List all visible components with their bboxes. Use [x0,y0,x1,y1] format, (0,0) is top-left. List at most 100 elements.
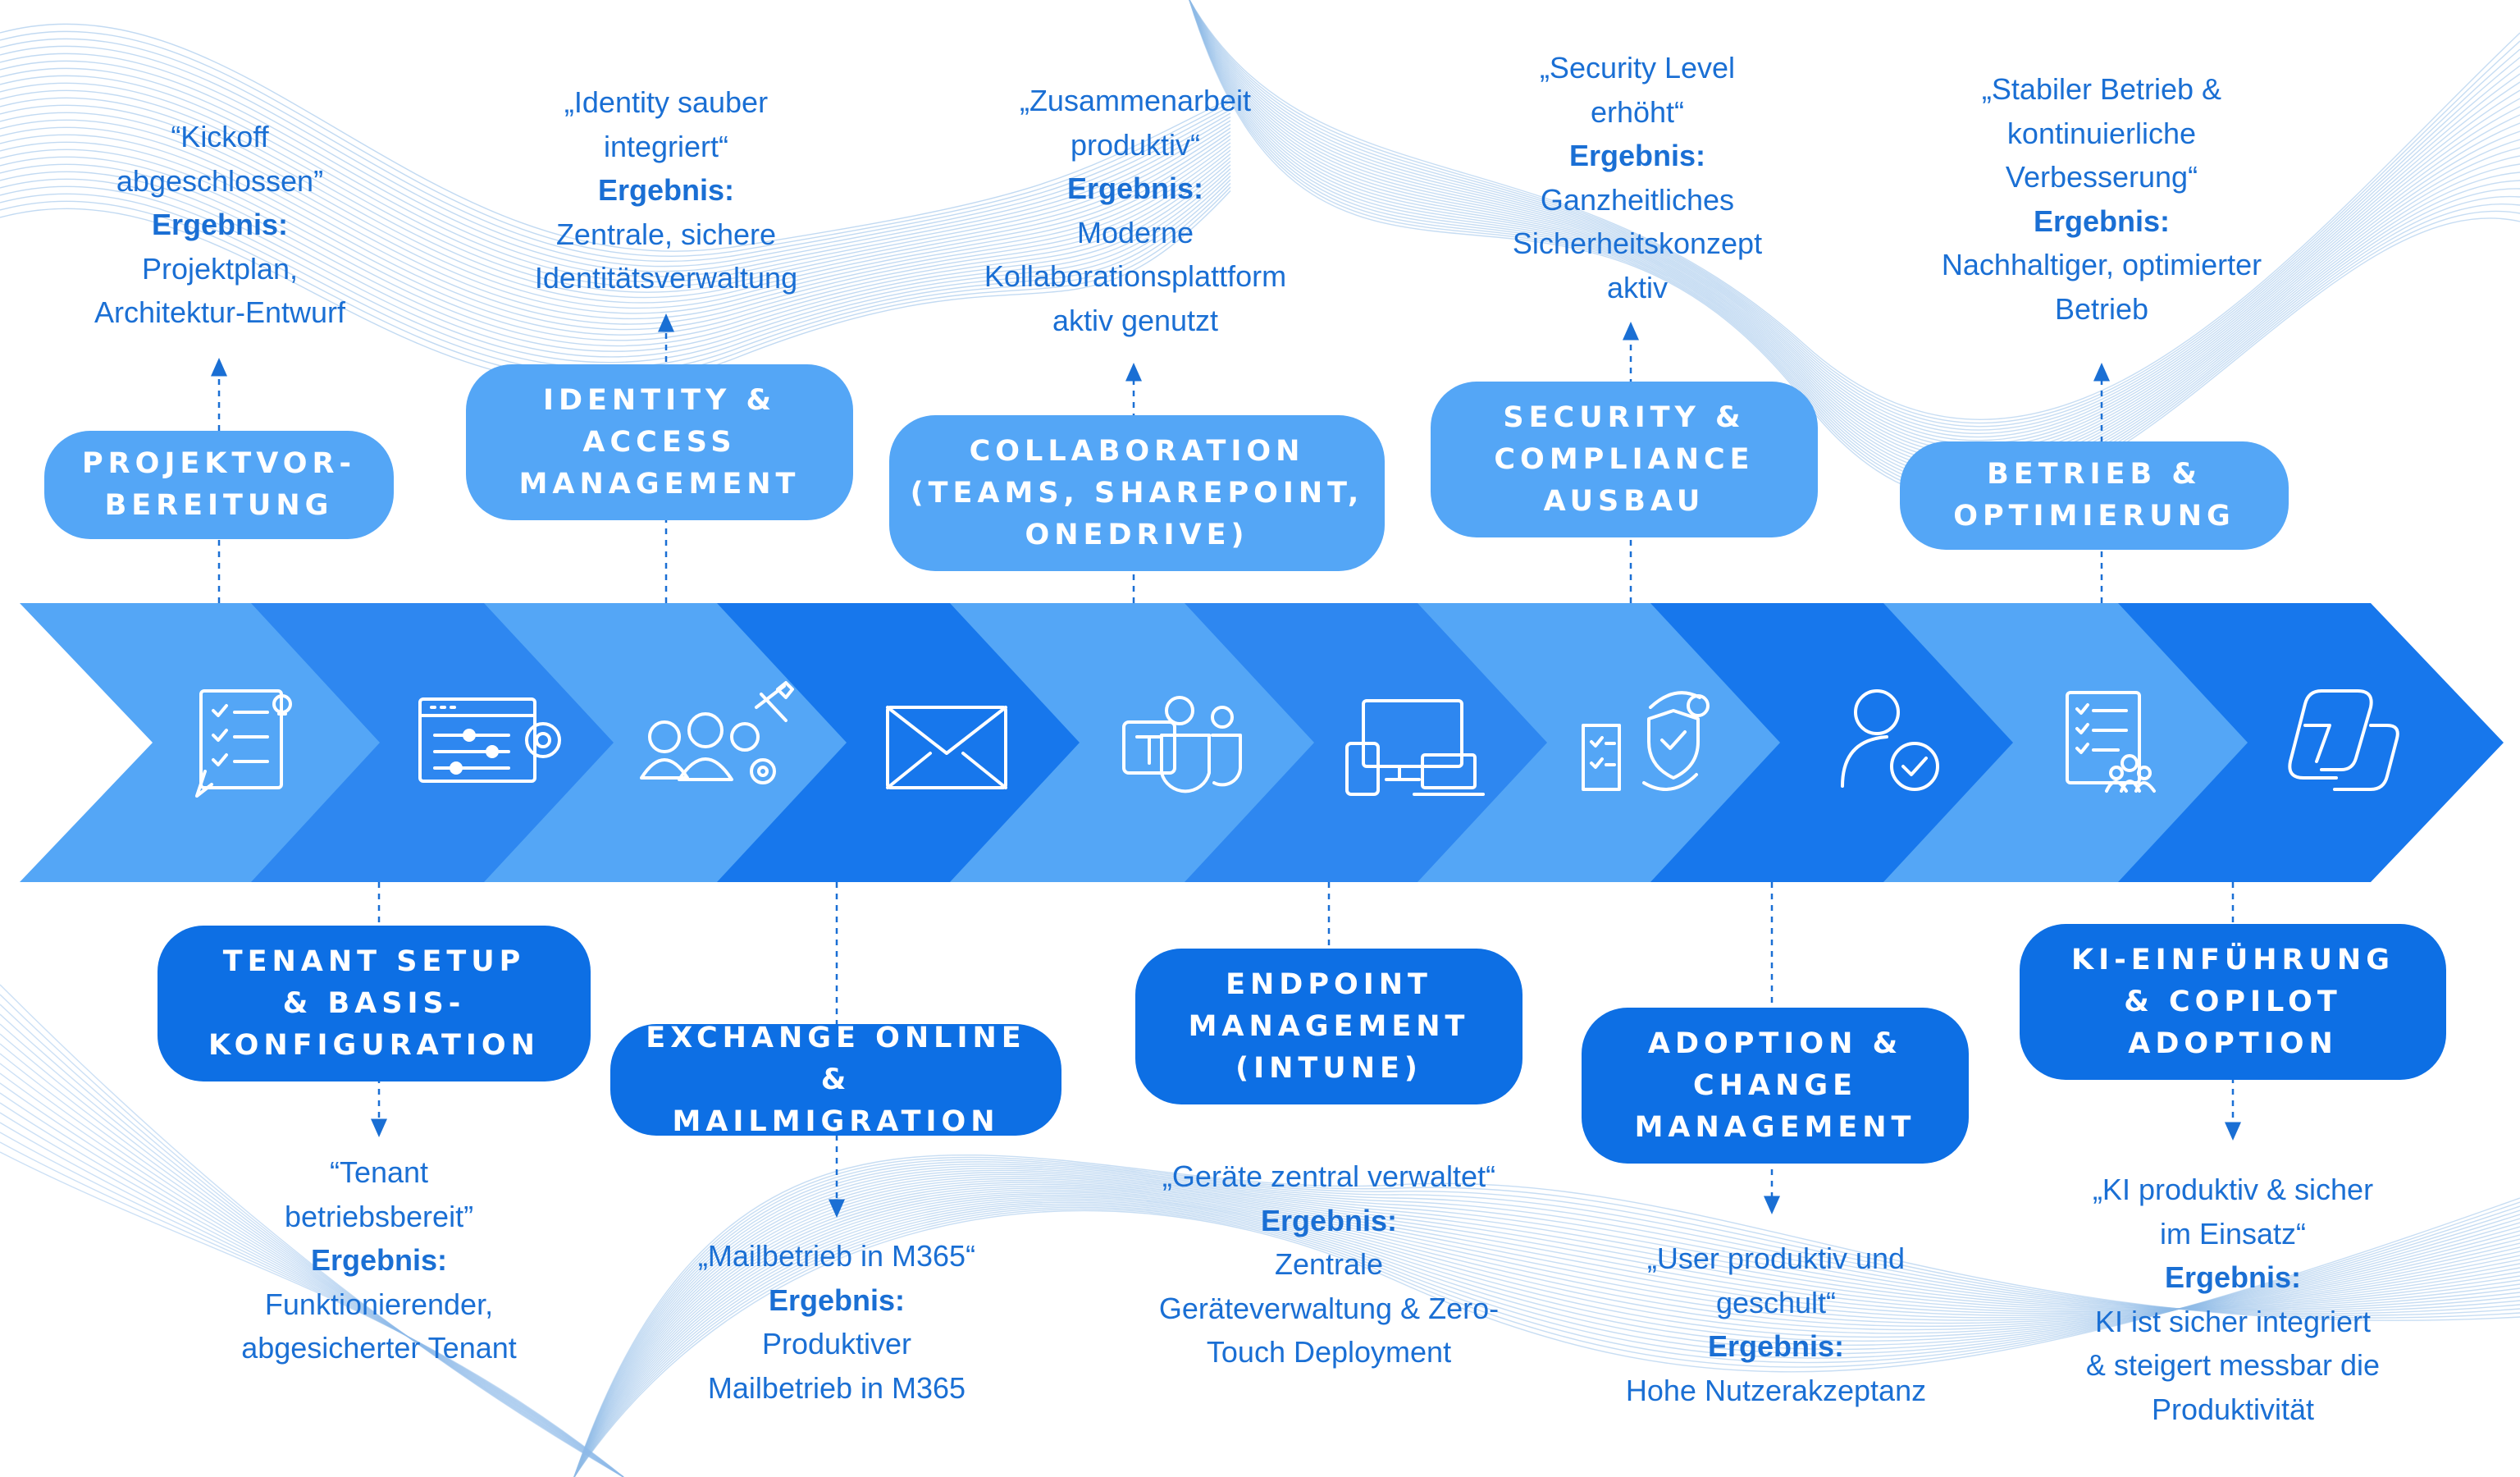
wave-line [0,1033,624,1477]
wave-line [0,1013,624,1477]
result-line: Zentrale [1274,1247,1384,1281]
desc-exchange: „Mailbetrieb in M365“ Ergebnis: Produkti… [640,1234,1034,1410]
user-check-icon [1841,689,1939,791]
phase-exchange: EXCHANGE ONLINE & MAILMIGRATION [610,1022,1061,1138]
result-line: abgesicherter Tenant [241,1331,517,1365]
wave-line [1189,0,2520,445]
result-line: Produktiver [761,1327,912,1360]
result-line: Nachhaltiger, optimierter [1941,248,2262,281]
phase-title-line: (INTUNE) [1235,1051,1422,1085]
result-line: Kollaborationsplattform [984,259,1287,293]
wave-line [573,1187,2520,1477]
result-line: Projektplan, [141,251,299,286]
wave-line [0,23,1231,252]
wave-line [0,1004,624,1477]
deliverable-line: im Einsatz“ [2159,1216,2307,1251]
wave-line [573,1159,2520,1477]
wave-line [1189,0,2520,473]
wave-line [0,163,1231,352]
desc-endpoint: „Geräte zentral verwaltet“ Ergebnis: Zen… [1116,1155,1542,1374]
phase-title-line: ACCESS [582,425,737,459]
wave-line [573,1163,2520,1477]
phase-title-line: IDENTITY & [542,383,777,417]
phase-title-line: KI-EINFÜHRUNG [2071,943,2394,976]
wave-line [0,1132,624,1477]
phase-title-line: TENANT SETUP [222,944,526,978]
wave-line [573,1196,2520,1477]
phase-title-line: ONEDRIVE) [1025,518,1249,551]
phase-title-line: OPTIMIERUNG [1953,500,2235,533]
wave-line [0,1023,624,1477]
wave-line [0,1102,624,1477]
phase-tenant: TENANT SETUP & BASIS- KONFIGURATION [158,926,591,1081]
wave-line [1189,0,2520,420]
result-line: aktiv genutzt [1052,303,1219,337]
team-tools-icon [640,681,794,784]
checklist-icon [195,689,292,798]
wave-line [0,30,1231,257]
desc-ki: „KI produktiv & sicher im Einsatz“ Ergeb… [2031,1168,2435,1431]
phase-title-line: & BASIS- [282,986,466,1020]
chevron-step-1 [20,603,390,882]
wave-line [573,1195,2520,1477]
wave-line [1189,0,2520,469]
wave-line [0,60,1231,277]
wave-line [573,1189,2520,1477]
wave-line [0,149,1231,341]
wave-line [0,82,1231,293]
wave-line [573,1191,2520,1477]
chevron-step-2 [251,603,623,882]
phase-title-line: AUSBAU [1543,484,1705,518]
result-line: Architektur-Entwurf [94,295,346,329]
wave-line [573,1161,2520,1477]
result-line: Touch Deployment [1206,1335,1452,1369]
wave-line [0,984,624,1477]
phase-betrieb: BETRIEB & OPTIMIERUNG [1900,441,2289,550]
wave-line [1189,0,2520,466]
result-label: Ergebnis: [1066,171,1204,205]
result-label: Ergebnis: [1568,139,1706,172]
phase-projektvorbereitung: PROJEKTVOR- BEREITUNG [44,431,394,539]
copilot-icon [2288,689,2399,791]
wave-line [0,175,1231,364]
phase-title-line: ENDPOINT [1226,967,1432,1001]
result-label: Ergebnis: [2164,1260,2302,1294]
wave-line [0,89,1231,299]
phase-adoption: ADOPTION & CHANGE MANAGEMENT [1582,1008,1969,1164]
deliverable-line: produktiv“ [1070,127,1201,162]
deliverable-line: geschult“ [1715,1285,1837,1319]
wave-line [573,1197,2520,1477]
phase-title-line: MAILMIGRATION [672,1104,1000,1138]
wave-line [573,1176,2520,1477]
wave-line [0,1053,624,1477]
wave-line [1189,0,2520,438]
wave-line [1189,0,2520,452]
phase-title-line: EXCHANGE ONLINE & [646,1021,1026,1096]
result-label: Ergebnis: [1707,1329,1845,1363]
report-users-icon [2066,691,2156,793]
deliverable-line: Verbesserung“ [2005,160,2198,194]
desc-adoption: „User produktiv und geschult“ Ergebnis: … [1575,1237,1977,1412]
wave-line [0,45,1231,268]
desc-tenant: “Tenant betriebsbereit” Ergebnis: Funkti… [182,1150,576,1370]
chevron-step-5 [950,603,1324,882]
chevron-step-7 [1418,603,1790,882]
phase-title-line: SECURITY & [1503,400,1746,434]
wave-line [1189,0,2520,477]
phase-title-line: & COPILOT [2124,985,2342,1018]
wave-line [0,75,1231,288]
wave-line [573,1156,2520,1477]
wave-line [0,67,1231,283]
result-label: Ergebnis: [768,1283,906,1317]
wave-line [573,1201,2520,1477]
desc-security: „Security Level erhöht“ Ergebnis: Ganzhe… [1444,46,1831,309]
envelope-icon [886,706,1007,789]
deliverable-line: „Identity sauber [564,85,769,119]
result-line: KI ist sicher integriert [2094,1304,2372,1338]
wave-line [1189,0,2520,448]
wave-line [1189,0,2520,491]
wave-line [1189,0,2520,459]
wave-line [0,183,1231,374]
